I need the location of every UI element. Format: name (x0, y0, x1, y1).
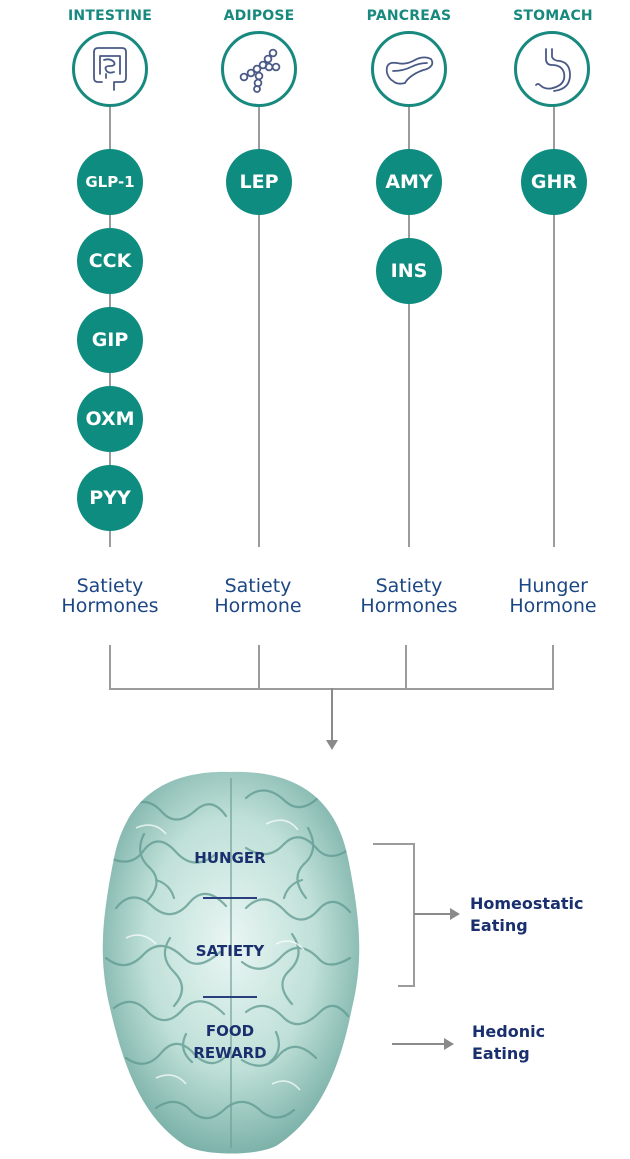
bracket-drop-4 (552, 645, 554, 689)
brain-divider-2 (203, 996, 257, 998)
brain-divider-1 (203, 897, 257, 899)
pancreas-icon (371, 31, 447, 107)
hormone-amy: AMY (376, 149, 442, 215)
hormone-gip: GIP (77, 307, 143, 373)
organ-label-adipose: ADIPOSE (223, 8, 295, 24)
brain-label-hunger: HUNGER (194, 849, 266, 867)
homeostatic-bracket-bottom (398, 985, 415, 987)
down-arrow (326, 688, 338, 750)
hormone-oxm: OXM (77, 386, 143, 452)
brain-label-satiety: SATIETY (195, 942, 265, 960)
brain-image (102, 771, 360, 1154)
organ-label-stomach: STOMACH (513, 8, 593, 24)
adipose-icon (221, 31, 297, 107)
bracket-drop-3 (405, 645, 407, 689)
hormone-glp1: GLP-1 (77, 149, 143, 215)
adipose-line (258, 107, 260, 547)
stomach-line (553, 107, 555, 547)
hormone-ghr: GHR (521, 149, 587, 215)
intestine-icon (72, 31, 148, 107)
pancreas-line (408, 107, 410, 547)
bracket-drop-1 (109, 645, 111, 689)
hedonic-arrow (392, 1038, 454, 1050)
bracket-drop-2 (258, 645, 260, 689)
organ-label-intestine: INTESTINE (68, 8, 152, 24)
hormone-lep: LEP (226, 149, 292, 215)
hormone-ins: INS (376, 238, 442, 304)
homeostatic-bracket-top (373, 843, 415, 845)
hormone-cck: CCK (77, 228, 143, 294)
hormone-pyy: PYY (77, 465, 143, 531)
organ-label-pancreas: PANCREAS (366, 8, 452, 24)
stomach-icon (514, 31, 590, 107)
homeostatic-arrow (414, 908, 460, 920)
